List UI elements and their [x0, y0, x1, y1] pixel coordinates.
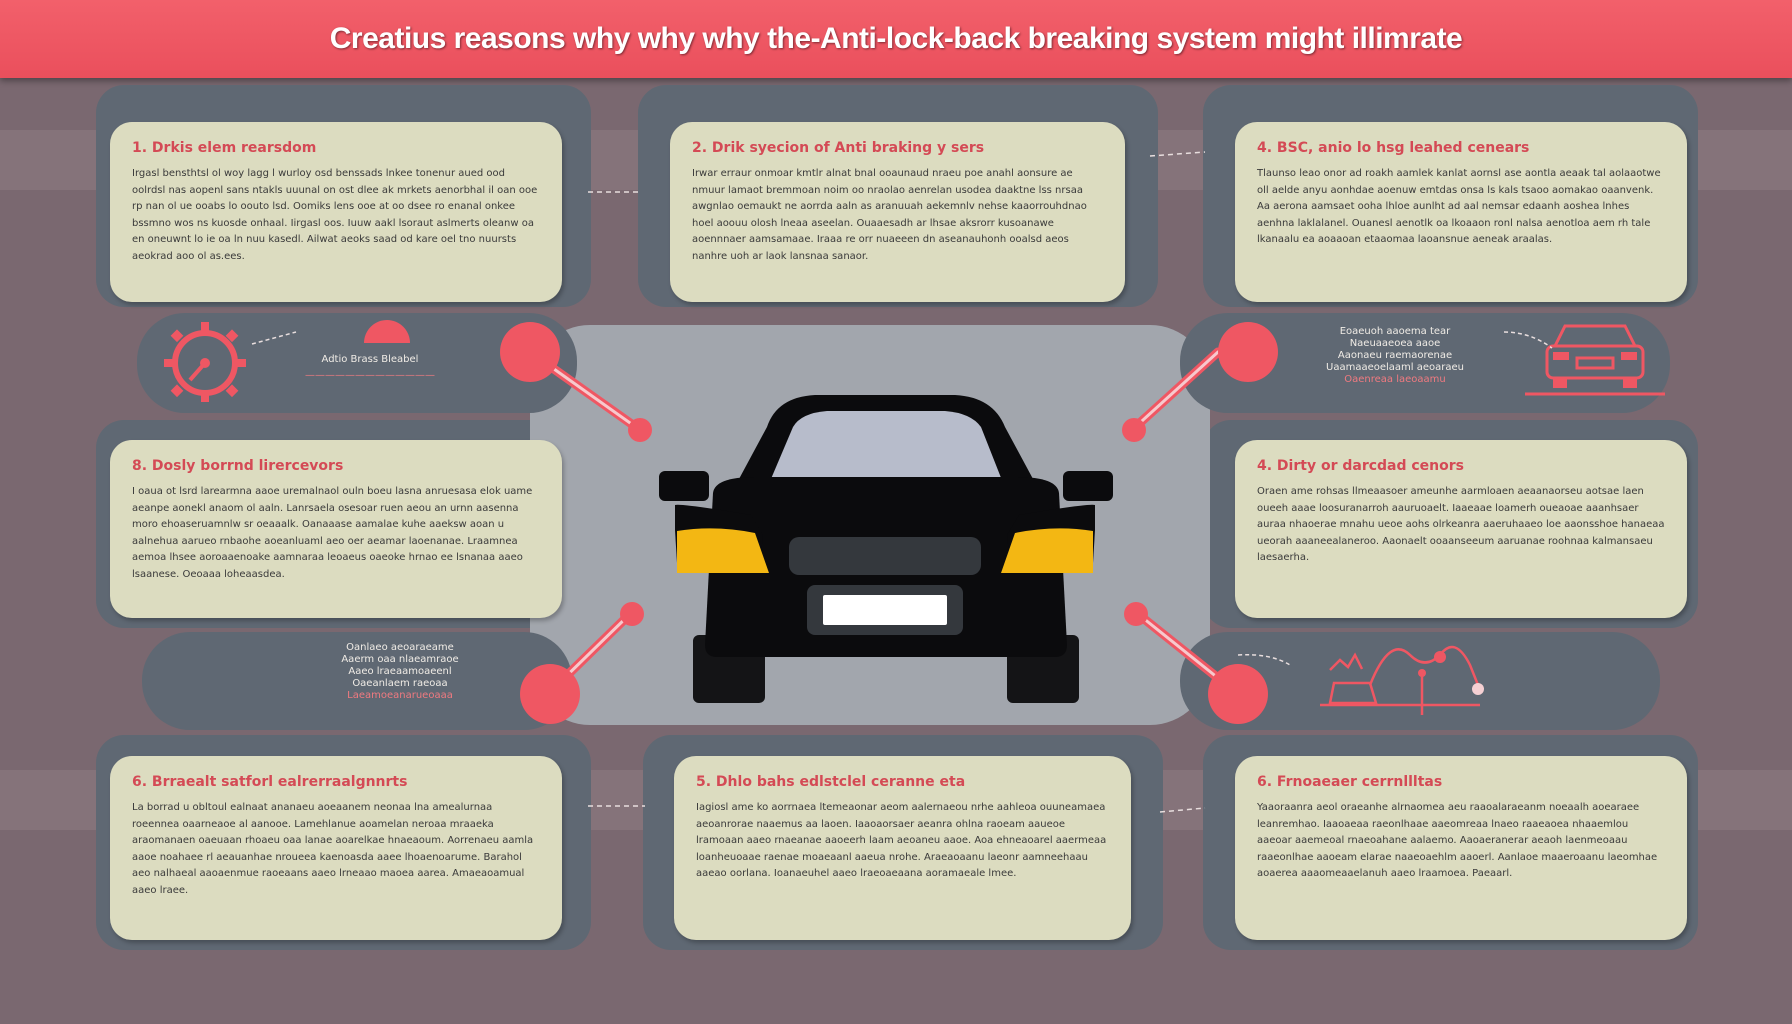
reason-card-7: 5. Dhlo bahs edlstclel ceranne eta Iagio…: [674, 756, 1131, 940]
connector-dash-top-right: [1149, 151, 1206, 157]
left-bottom-line: Laeamoeanarueoaaa: [347, 690, 453, 701]
reason-card-body: I oaua ot lsrd larearmna aaoe uremalnaol…: [132, 486, 533, 580]
connector-dash-bottom-right: [1159, 807, 1206, 813]
reason-card-body: Iagiosl ame ko aorrnaea ltemeaonar aeom …: [696, 802, 1107, 879]
left-bottom-line: Aaeo lraeaamoaeenl: [348, 666, 452, 677]
pin-tip-bottom-right: [1124, 602, 1148, 626]
right-top-line: Eoaeuoh aaoema tear: [1339, 326, 1451, 337]
pin-tip-top-left: [628, 418, 652, 442]
car-rear-icon: [1525, 324, 1665, 396]
left-top-label: Adtio Brass Bleabel: [321, 354, 419, 365]
reason-card-heading: 6. Frnoaeaer cerrnllltas: [1257, 774, 1443, 790]
reason-card-heading: 5. Dhlo bahs edlstclel ceranne eta: [696, 774, 966, 790]
pin-tip-top-right: [1122, 418, 1146, 442]
pin-tip-bottom-left: [620, 602, 644, 626]
reason-card-body: Oraen ame rohsas llmeaasoer ameunhe aarm…: [1257, 486, 1665, 563]
reason-card-body: Yaaoraanra aeol oraeanhe alrnaomea aeu r…: [1257, 802, 1658, 879]
left-bottom-text-block: Oanlaeo aeoaraeame Aaerm oaa nlaeamraoe …: [320, 642, 480, 702]
right-top-text-block: Eoaeuoh aaoema tear Naeuaaeoea aaoe Aaon…: [1310, 326, 1480, 386]
reason-card-body: Tlaunso leao onor ad roakh aamlek kanlat…: [1257, 168, 1661, 245]
reason-card-heading: 4. BSC, anio lo hsg leahed cenears: [1257, 140, 1530, 156]
pin-head-bottom-right: [1208, 664, 1268, 724]
warning-semicircle-icon: [364, 320, 410, 343]
right-top-line: Uaamaaeoelaaml aeoaraeu: [1326, 362, 1464, 373]
reason-card-body: Irgasl bensthtsl ol woy lagg l wurloy os…: [132, 168, 538, 262]
left-bottom-line: Aaerm oaa nlaeamraoe: [341, 654, 459, 665]
reason-card-heading: 8. Dosly borrnd lirercevors: [132, 458, 344, 474]
pin-head-top-right: [1218, 322, 1278, 382]
car-crash-icon: [1237, 645, 1484, 715]
reason-card-4: 8. Dosly borrnd lirercevors I oaua ot ls…: [110, 440, 562, 618]
right-top-line: Aaonaeu raemaorenae: [1337, 350, 1453, 361]
left-bottom-line: Oanlaeo aeoaraeame: [346, 642, 454, 653]
reason-card-heading: 4. Dirty or darcdad cenors: [1257, 458, 1464, 474]
pin-head-bottom-left: [520, 664, 580, 724]
reason-card-5: 4. Dirty or darcdad cenors Oraen ame roh…: [1235, 440, 1687, 618]
page-title: Creatius reasons why why why the-Anti-lo…: [329, 22, 1463, 55]
car-front-icon: [659, 395, 1113, 703]
reason-card-3: 4. BSC, anio lo hsg leahed cenears Tlaun…: [1235, 122, 1687, 302]
title-banner: Creatius reasons why why why the-Anti-lo…: [0, 0, 1792, 78]
left-bottom-line: Oaeanlaem raeoaa: [352, 678, 448, 689]
reason-card-body: Irwar erraur onmoar kmtlr alnat bnal ooa…: [692, 168, 1087, 262]
reason-card-heading: 1. Drkis elem rearsdom: [132, 140, 317, 156]
reason-card-1: 1. Drkis elem rearsdom Irgasl bensthtsl …: [110, 122, 562, 302]
pin-head-top-left: [500, 322, 560, 382]
reason-card-6: 6. Brraealt satforl ealrerraalgnnrts La …: [110, 756, 562, 940]
reason-card-8: 6. Frnoaeaer cerrnllltas Yaaoraanra aeol…: [1235, 756, 1687, 940]
reason-card-2: 2. Drik syecion of Anti braking y sers I…: [670, 122, 1125, 302]
gauge-icon: [164, 322, 246, 402]
pill-left-bottom: [142, 632, 572, 730]
right-top-line: Naeuaaeoea aaoe: [1349, 338, 1441, 349]
gauge-dash: [251, 331, 297, 345]
reason-card-heading: 2. Drik syecion of Anti braking y sers: [692, 140, 985, 156]
left-top-sublabel: —————————————: [305, 370, 435, 381]
reason-card-body: La borrad u obltoul ealnaat ananaeu aoea…: [132, 802, 534, 896]
right-top-line: Oaenreaa laeoaamu: [1344, 374, 1446, 385]
reason-card-heading: 6. Brraealt satforl ealrerraalgnnrts: [132, 774, 408, 790]
